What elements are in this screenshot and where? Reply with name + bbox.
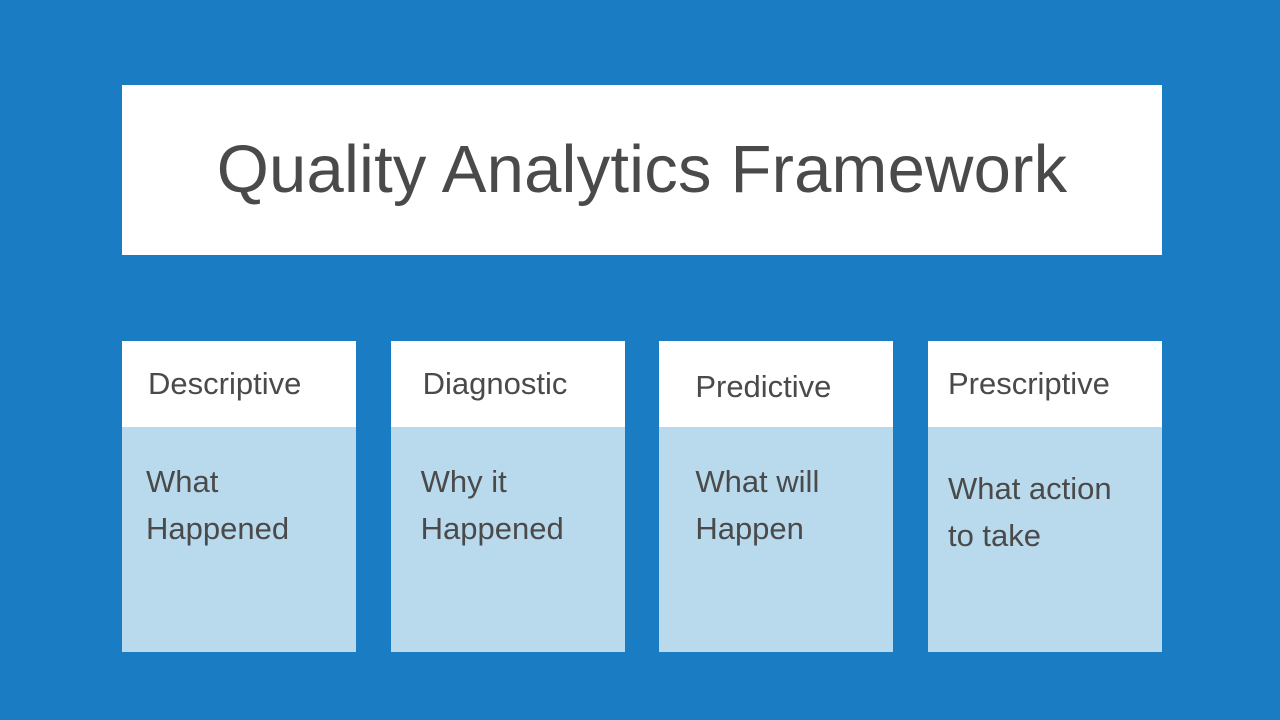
card-body-predictive: What will Happen <box>659 427 894 652</box>
card-body-diagnostic: Why it Happened <box>390 427 625 652</box>
card-header-prescriptive: Prescriptive <box>927 341 1162 427</box>
card-body-label: What action to take <box>947 471 1112 553</box>
analytics-card-predictive[interactable]: Predictive What will Happen <box>659 341 894 652</box>
card-title-label: Descriptive <box>148 365 302 401</box>
card-body-label: What will Happen <box>695 464 820 546</box>
card-title-label: Predictive <box>695 368 832 404</box>
analytics-card-descriptive[interactable]: Descriptive What Happened <box>122 341 356 652</box>
card-title-label: Prescriptive <box>947 365 1110 401</box>
card-body-label: Why it Happened <box>420 464 564 546</box>
card-body-descriptive: What Happened <box>122 427 356 652</box>
card-title-label: Diagnostic <box>422 365 568 401</box>
card-header-diagnostic: Diagnostic <box>390 341 625 427</box>
card-body-label: What Happened <box>146 464 290 546</box>
slide-title-card: Quality Analytics Framework <box>122 85 1162 255</box>
analytics-card-row: Descriptive What Happened Diagnostic Why… <box>122 341 1162 652</box>
analytics-card-diagnostic[interactable]: Diagnostic Why it Happened <box>390 341 625 652</box>
card-body-prescriptive: What action to take <box>927 427 1162 652</box>
page-title: Quality Analytics Framework <box>216 131 1068 207</box>
card-header-descriptive: Descriptive <box>122 341 356 427</box>
analytics-card-prescriptive[interactable]: Prescriptive What action to take <box>927 341 1162 652</box>
card-header-predictive: Predictive <box>659 341 894 427</box>
